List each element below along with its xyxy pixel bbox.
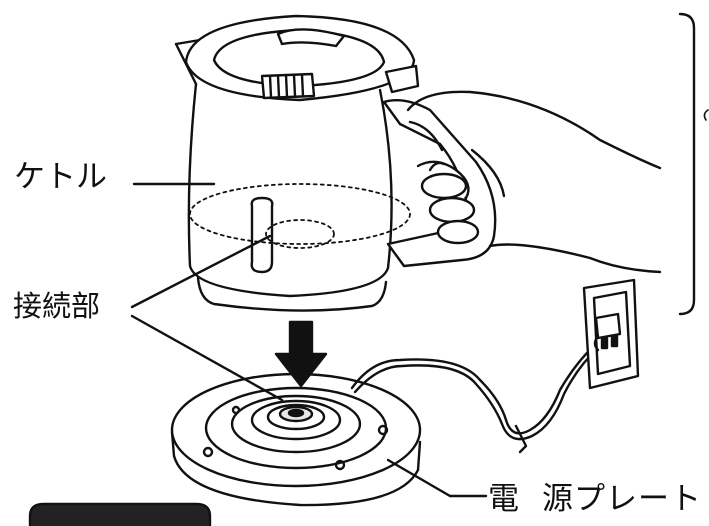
wall-outlet-illustration [582,278,640,390]
power-base-label: 電源プレート [488,484,702,515]
leader-lines [130,182,488,498]
power-base-label-part1: 電 [488,481,520,517]
bottom-tab-fragment [28,502,212,526]
connector-label: 接続部 [13,289,101,323]
power-cord [350,340,602,454]
kettle-illustration [174,14,497,312]
kettle-label: ケトル [14,159,107,195]
hand-illustration [406,90,662,274]
power-base [170,372,422,507]
down-arrow-icon [274,320,328,388]
power-base-label-part2: 源プレート [542,481,702,517]
side-panel-border [678,12,696,316]
